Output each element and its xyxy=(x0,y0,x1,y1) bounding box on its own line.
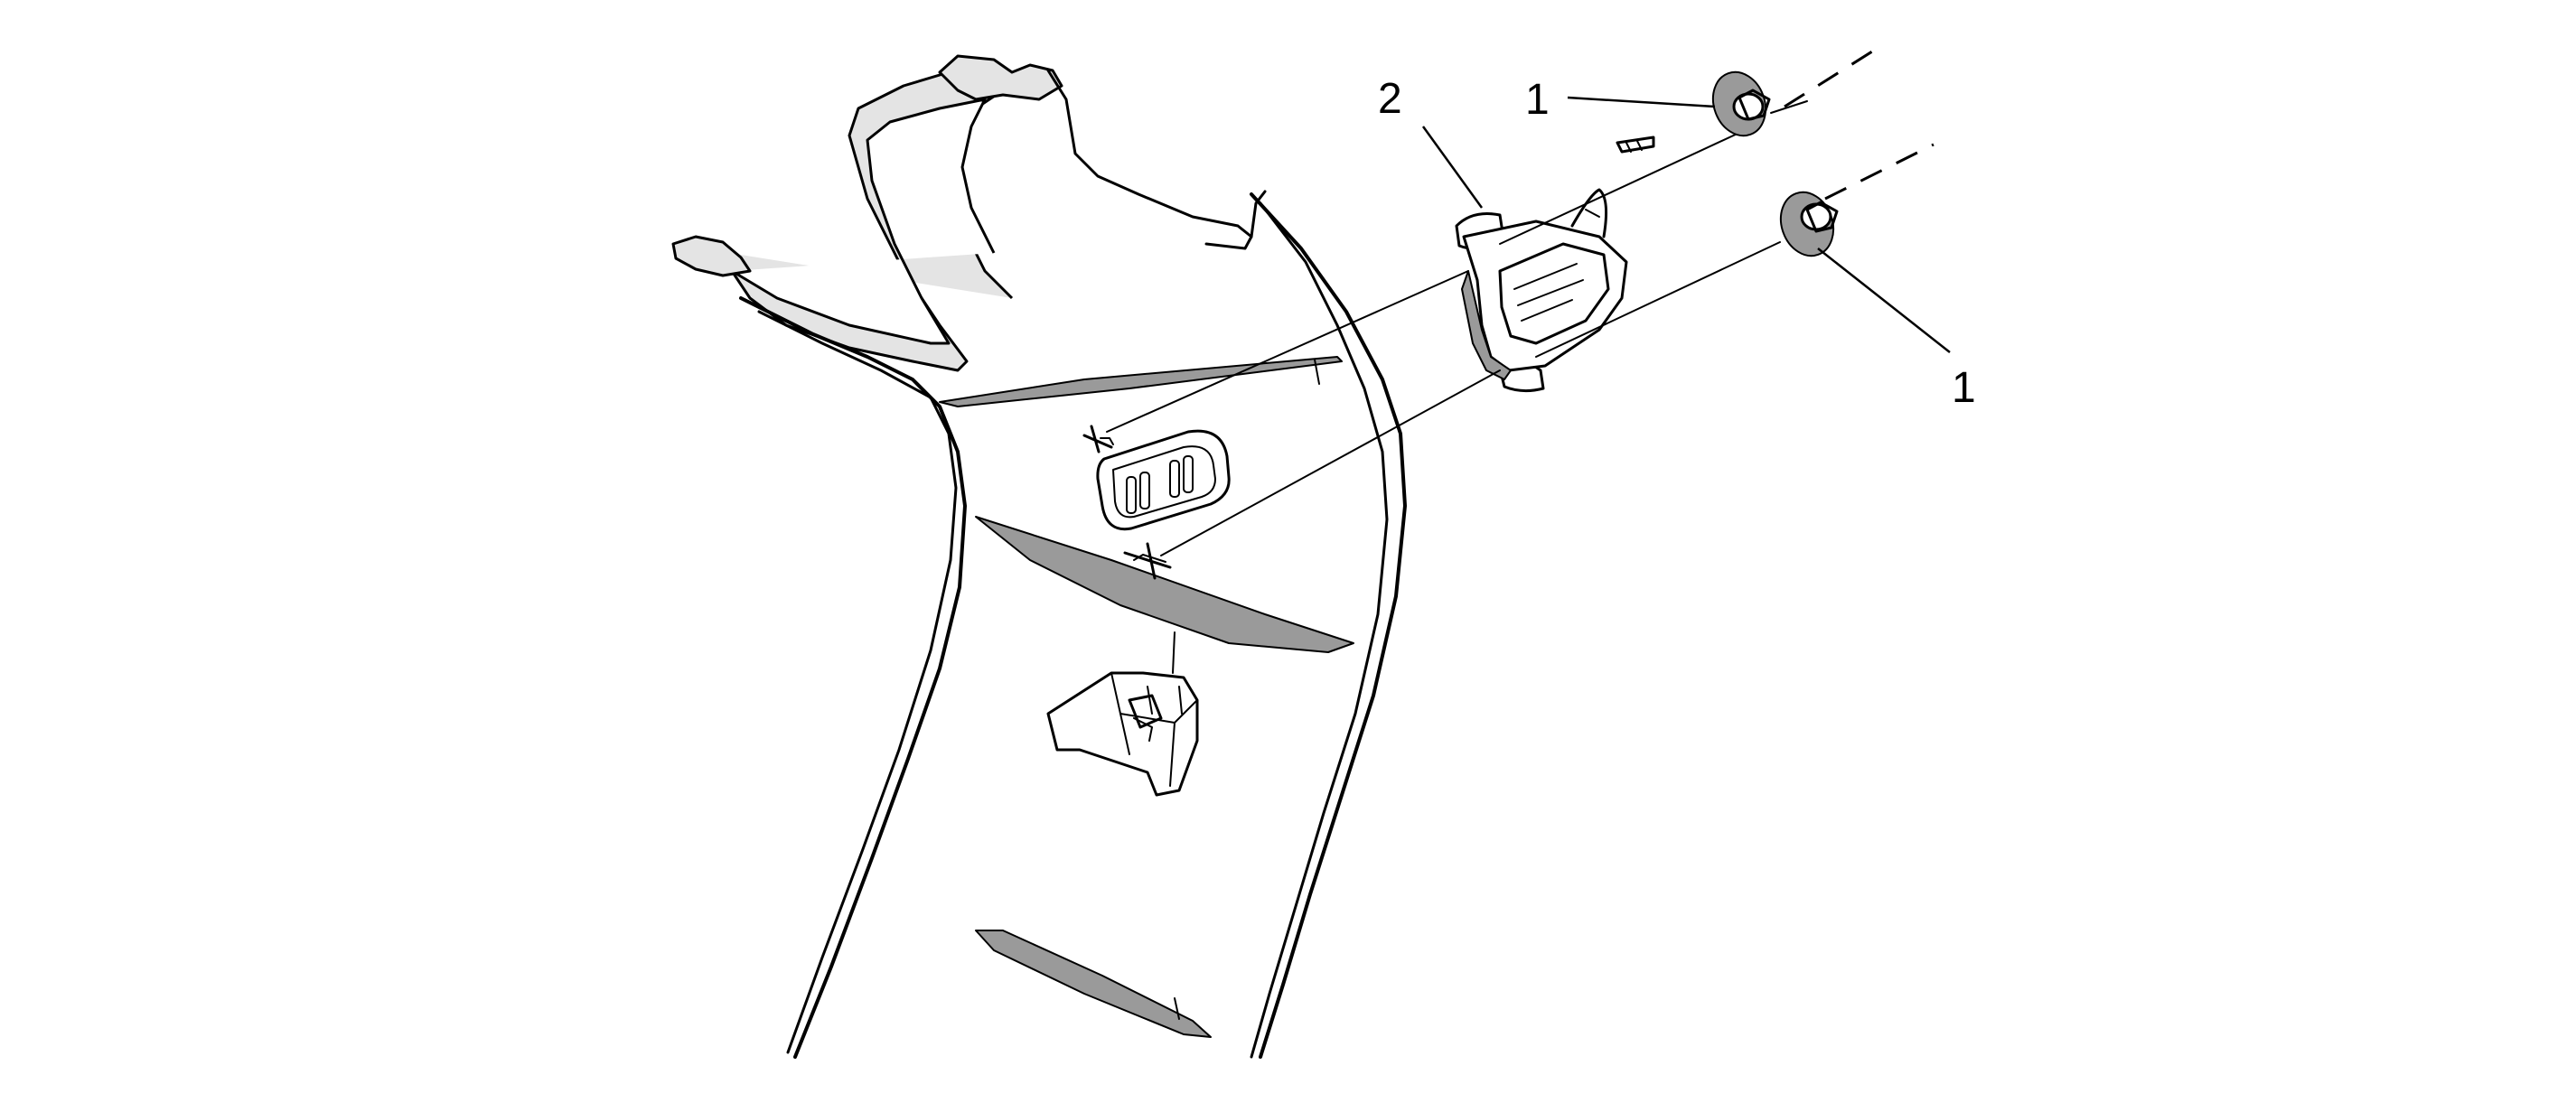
panel-left-edge-inner xyxy=(757,310,958,1054)
panel-top-right-tab xyxy=(938,54,1063,101)
panel-left-edge-outer xyxy=(739,296,967,1059)
trim-panel xyxy=(671,54,1407,1059)
panel-top-left-tab xyxy=(671,235,752,277)
panel-upper-slot xyxy=(939,356,1343,407)
panel-connector-pad xyxy=(1096,429,1231,531)
callout-upper-nut-leader xyxy=(1567,96,1716,108)
assembly-lines xyxy=(1106,45,1934,556)
upper-dashed-extension xyxy=(1784,45,1880,108)
callout-upper-nut: 1 xyxy=(1525,76,1716,124)
callout-lower-nut-label: 1 xyxy=(1952,364,1976,412)
harness-connector xyxy=(1455,188,1628,393)
panel-top-inner xyxy=(731,98,996,345)
lower-dashed-extension xyxy=(1824,143,1934,201)
panel-top-right-flange xyxy=(1046,69,1253,250)
connector-base xyxy=(1461,270,1512,380)
callout-upper-nut-label: 1 xyxy=(1525,76,1550,124)
panel-retainer-clip xyxy=(1046,671,1199,797)
panel-right-edge-outer xyxy=(1250,192,1407,1059)
panel-lower-stud xyxy=(1123,542,1172,580)
upper-assembly-line-2 xyxy=(1499,126,1754,245)
panel-lower-slot-tick xyxy=(1174,997,1180,1020)
panel-upper-slot-tick xyxy=(1314,359,1320,385)
callout-lower-nut-leader xyxy=(1817,248,1951,353)
panel-lower-slot xyxy=(975,930,1212,1038)
upper-assembly-line xyxy=(1106,270,1469,433)
panel-right-step xyxy=(1250,190,1267,238)
lower-assembly-line xyxy=(1160,369,1501,556)
upper-flange-nut xyxy=(1711,70,1771,137)
connector-lock-tab-2 xyxy=(1585,209,1600,218)
connector-lock-tab xyxy=(1570,188,1608,238)
callout-harness-connector-leader xyxy=(1421,126,1484,209)
panel-right-edge-inner xyxy=(1250,201,1389,1059)
upper-assembly-line-3 xyxy=(1770,100,1808,114)
lower-flange-nut xyxy=(1779,191,1839,257)
lower-assembly-line-2 xyxy=(1535,241,1781,358)
retainer-guide-line xyxy=(1172,631,1176,674)
panel-middle-slot xyxy=(975,516,1354,653)
callout-lower-nut: 1 xyxy=(1817,248,1976,412)
callout-harness-connector: 2 xyxy=(1378,75,1484,209)
panel-upper-stud xyxy=(1082,425,1114,453)
connector-upper-detail xyxy=(1616,136,1655,154)
callout-harness-connector-label: 2 xyxy=(1378,75,1402,123)
